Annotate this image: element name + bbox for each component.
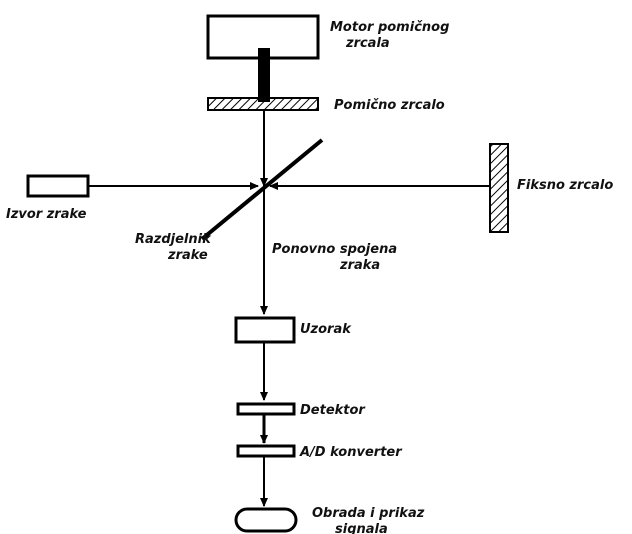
ad-converter-box — [236, 444, 296, 458]
recombined-label-line1: Ponovno spojena — [272, 242, 397, 257]
beam-splitter — [200, 138, 324, 241]
sample-label: Uzorak — [300, 322, 352, 337]
splitter-label-line1: Razdjelnik — [135, 232, 212, 247]
processing-label-line1: Obrada i prikaz — [312, 506, 425, 521]
splitter-label-line2: zrake — [167, 248, 208, 263]
processing-label-line2: signala — [335, 522, 388, 534]
detector-box — [236, 402, 296, 416]
motor-label-line1: Motor pomičnog — [330, 20, 449, 35]
sample-box — [234, 316, 296, 344]
motor-label-line2: zrcala — [345, 36, 390, 51]
processing-box — [234, 507, 298, 533]
movable-mirror-label: Pomično zrcalo — [334, 98, 445, 113]
movable-mirror — [207, 97, 319, 111]
recombined-label-line2: zraka — [339, 258, 380, 273]
ad-converter-label: A/D konverter — [299, 445, 403, 460]
source-label: Izvor zrake — [6, 207, 87, 222]
source-box — [26, 174, 90, 198]
motor-shaft — [258, 48, 270, 102]
fixed-mirror — [489, 143, 509, 233]
fixed-mirror-label: Fiksno zrcalo — [517, 178, 613, 193]
detector-label: Detektor — [300, 403, 366, 418]
